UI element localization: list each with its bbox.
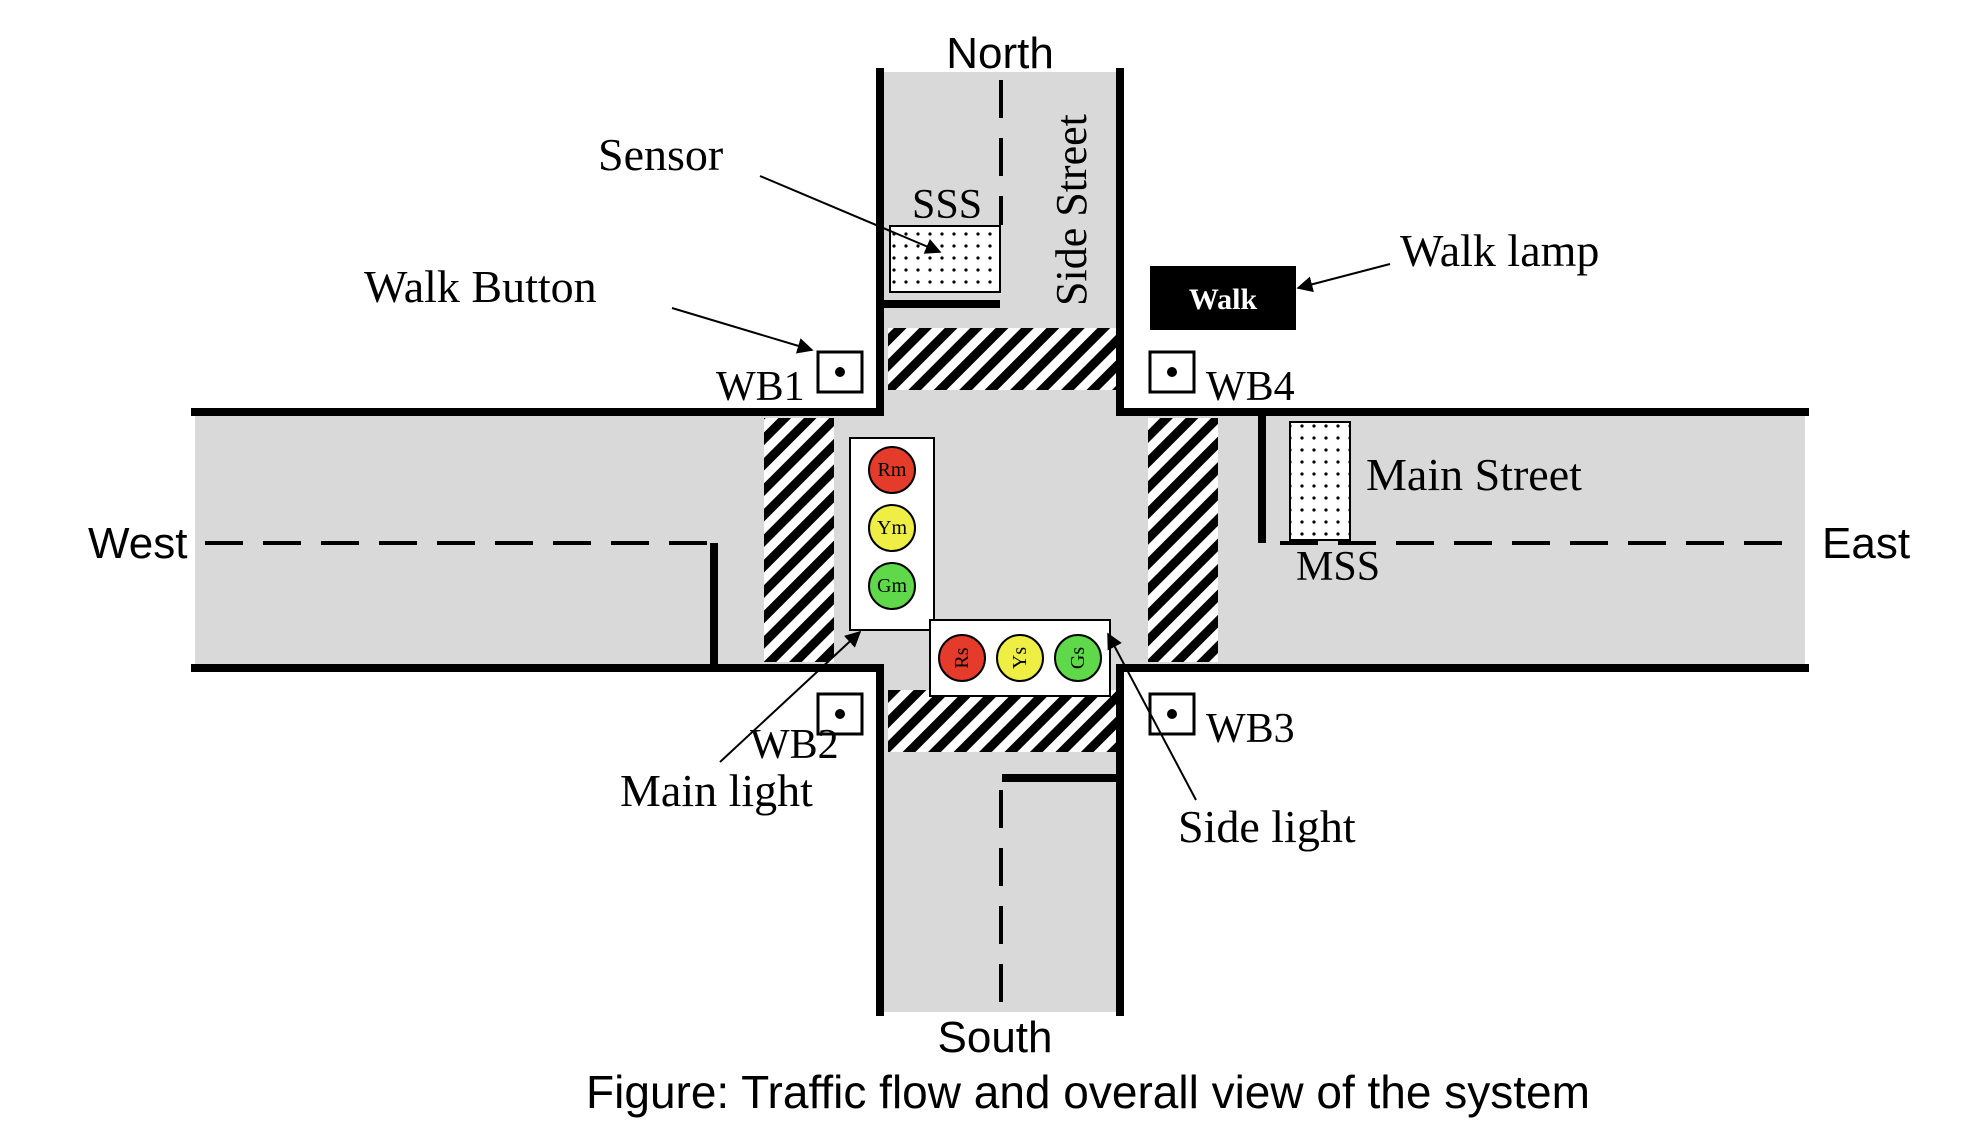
stop-lines [710,300,1266,782]
label-main-street: Main Street [1366,449,1582,500]
label-north: North [946,29,1054,78]
crosswalk-east [1148,418,1218,662]
label-sensor: Sensor [598,129,723,180]
walk-lamp-text: Walk [1189,283,1258,316]
walk-button-wb4[interactable] [1148,350,1196,394]
label-south: South [938,1013,1053,1062]
crosswalk-north [888,328,1116,390]
lane-dividers [205,80,1800,1005]
label-east: East [1822,519,1910,568]
label-main-light: Main light [620,765,813,816]
road-curbs [191,68,1809,1016]
side-street-sensor [889,225,1001,293]
main-lamp-gm [868,562,916,610]
side-lamp-label: Gs [1067,647,1089,669]
side-light-lamps: Rs Ys Gs [938,634,1102,682]
label-sss: SSS [912,182,982,228]
label-wb1: WB1 [716,364,805,410]
side-lamp-gs [1054,634,1102,682]
side-lamp-label: Ys [1009,647,1031,669]
main-lamp-ym [868,504,916,552]
label-side-light: Side light [1178,801,1356,852]
callout-arrows [671,175,1391,801]
main-lamp-rm [868,446,916,494]
crosswalks [764,328,1218,752]
crosswalk-west [764,418,834,662]
label-walk-lamp: Walk lamp [1400,225,1599,276]
crosswalk-south [888,690,1116,752]
side-lamp-label: Rs [951,647,973,668]
label-west: West [88,519,187,568]
main-lamp-label: Ym [877,517,907,539]
main-street-sensor [1289,421,1351,541]
figure-caption: Figure: Traffic flow and overall view of… [586,1066,1590,1118]
side-lamp-ys [996,634,1044,682]
label-walk-button: Walk Button [364,261,597,312]
label-wb3: WB3 [1206,706,1295,752]
label-wb2: WB2 [750,722,839,768]
label-side-street: Side Street [1047,114,1096,306]
walk-button-wb3[interactable] [1148,692,1196,736]
main-lamp-label: Rm [878,459,907,481]
walk-button-wb1[interactable] [816,350,864,394]
label-mss: MSS [1296,544,1380,590]
walk-button-wb2[interactable] [816,692,864,736]
label-wb4: WB4 [1206,364,1295,410]
walk-lamp [1150,266,1296,330]
side-lamp-rs [938,634,986,682]
main-lamp-label: Gm [877,575,907,597]
